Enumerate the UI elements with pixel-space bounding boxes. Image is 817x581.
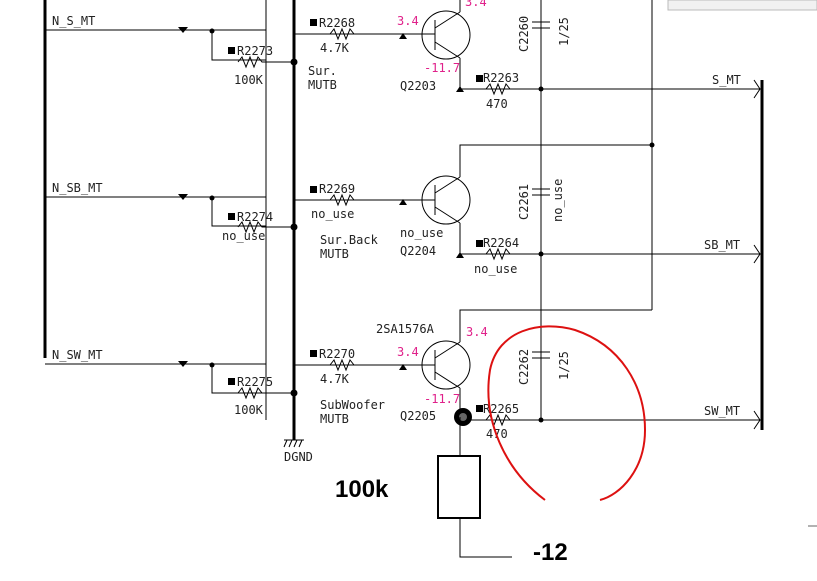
net-n-s-mt: N_S_MT: [52, 14, 95, 28]
v-base: 3.4: [397, 14, 419, 28]
channel-label-2: MUTB: [320, 247, 349, 261]
arrow-icon: [399, 364, 407, 370]
transistor-label: Q2203: [400, 79, 436, 93]
channel-label-2: MUTB: [308, 78, 337, 92]
channel-subwoofer: N_SW_MT R2275 100K R2270 4.7K SubWoofer …: [45, 309, 762, 441]
channel-label-1: Sur.: [308, 64, 337, 78]
net-n-sw-mt: N_SW_MT: [52, 348, 103, 362]
net-n-sb-mt: N_SB_MT: [52, 181, 103, 195]
ground-icon: [283, 439, 304, 448]
net-sb-mt: SB_MT: [704, 238, 740, 252]
r-base-value: 4.7K: [320, 372, 350, 386]
channel-surround-back: N_SB_MT R2274 no_use R2269 no_use Sur.Ba…: [45, 142, 762, 276]
arrow-icon: [178, 194, 188, 200]
r-in-value: 100K: [234, 403, 264, 417]
cap-value: 1/25: [557, 17, 571, 46]
markup-circle: [487, 325, 647, 501]
r-in-value: no_use: [222, 229, 265, 243]
v-collector: -11.7: [424, 61, 460, 75]
channel-label-2: MUTB: [320, 412, 349, 426]
cap-value: 1/25: [557, 351, 571, 380]
r-base-value: 4.7K: [320, 41, 350, 55]
r-out-label: R2264: [483, 236, 519, 250]
added-resistor: [437, 455, 481, 519]
r-in-label: R2274: [237, 210, 273, 224]
r-out-label: R2263: [483, 71, 519, 85]
transistor-value: no_use: [400, 226, 443, 240]
channel-label-1: SubWoofer: [320, 398, 385, 412]
r-base-value: no_use: [311, 207, 354, 221]
net-s-mt: S_MT: [712, 73, 741, 87]
channel-surround: N_S_MT R2273 100K R2268 4.7K Sur. MUTB 3…: [45, 0, 762, 111]
r-in-label: R2273: [237, 44, 273, 58]
transistor-symbol: [421, 10, 471, 60]
v-emitter: 3.4: [466, 325, 488, 339]
arrow-icon: [178, 361, 188, 367]
arrow-icon: [399, 33, 407, 39]
r-out-value: no_use: [474, 262, 517, 276]
arrow-icon: [178, 27, 188, 33]
corner-box: [667, 0, 817, 11]
net-sw-mt: SW_MT: [704, 404, 740, 418]
r-base-label: R2269: [319, 182, 355, 196]
r-out-value: 470: [486, 97, 508, 111]
net-dgnd: DGND: [284, 450, 313, 464]
added-resistor-value: 100k: [335, 476, 389, 503]
v-emitter: 3.4: [465, 0, 487, 9]
transistor-label: Q2204: [400, 244, 436, 258]
v-base: 3.4: [397, 345, 419, 359]
cap-label: C2261: [517, 184, 531, 220]
r-base-label: R2270: [319, 347, 355, 361]
r-base-label: R2268: [319, 16, 355, 30]
cap-label: C2262: [517, 349, 531, 385]
supply-value: -12: [533, 539, 568, 566]
r-in-label: R2275: [237, 375, 273, 389]
cap-value: no_use: [551, 179, 565, 222]
r-out-label: R2265: [483, 402, 519, 416]
channel-label-1: Sur.Back: [320, 233, 379, 247]
r-in-value: 100K: [234, 73, 264, 87]
cap-label: C2260: [517, 16, 531, 52]
transistor-label: Q2205: [400, 409, 436, 423]
v-collector: -11.7: [424, 392, 460, 406]
transistor-type: 2SA1576A: [376, 322, 435, 336]
arrow-icon: [399, 199, 407, 205]
